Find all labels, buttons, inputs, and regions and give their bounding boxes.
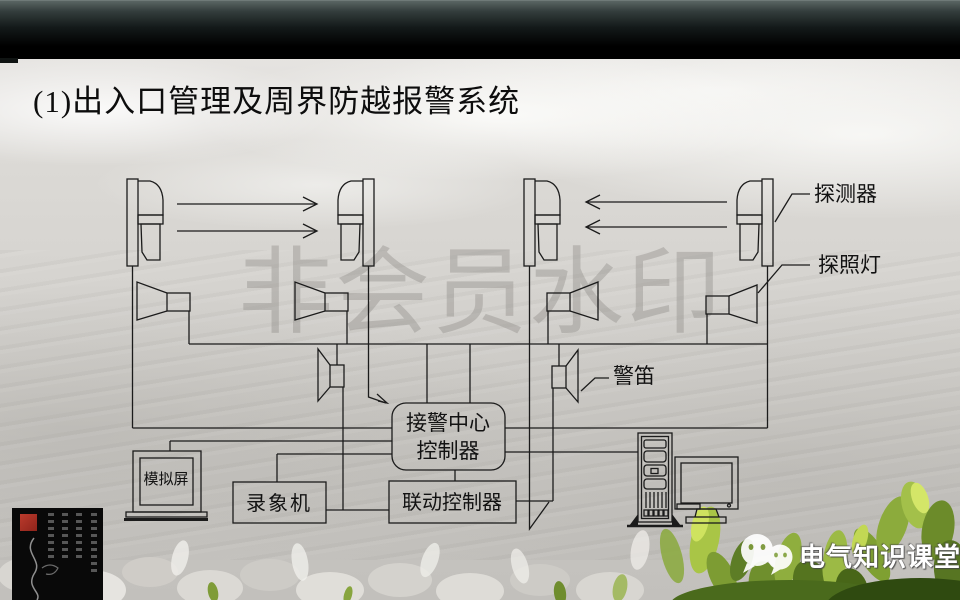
detector-icon-1 bbox=[126, 178, 164, 267]
slide-title: (1)出入口管理及周界防越报警系统 bbox=[33, 84, 521, 119]
video-recorder-box: 录象机 bbox=[232, 481, 327, 524]
center-watermark-text: 非会员水印 bbox=[238, 240, 724, 346]
ink-column bbox=[91, 513, 97, 573]
tea-field-texture bbox=[0, 250, 960, 560]
beam-arrows-left bbox=[584, 194, 727, 235]
top-bar-notch bbox=[0, 58, 18, 63]
detector-icon-2 bbox=[337, 178, 375, 267]
wiring-lines bbox=[131, 266, 769, 532]
alarm-center-label-line1: 接警中心 bbox=[406, 411, 490, 435]
calligraphy-stroke-icon bbox=[29, 537, 59, 600]
siren-icon-1 bbox=[317, 347, 345, 403]
callout-labels: 探测器 探照灯 警笛 bbox=[580, 182, 881, 392]
searchlight-icon-1 bbox=[136, 281, 191, 321]
alarm-center-label-line2: 控制器 bbox=[417, 439, 480, 463]
siren-icon-2 bbox=[551, 348, 579, 404]
siren-label: 警笛 bbox=[613, 364, 655, 388]
alarm-center-box: 接警中心 控制器 bbox=[391, 402, 506, 471]
red-seal-icon bbox=[20, 514, 37, 531]
green-leaves bbox=[207, 481, 960, 600]
simulation-screen-label: 模拟屏 bbox=[143, 471, 188, 488]
detector-label: 探测器 bbox=[814, 182, 877, 206]
linkage-controller-label: 联动控制器 bbox=[402, 491, 502, 514]
brand-watermark-text: 电气知识课堂 bbox=[799, 541, 960, 572]
calligraphy-stamp bbox=[12, 508, 103, 600]
ink-column bbox=[76, 513, 82, 559]
detector-icon-3 bbox=[523, 178, 561, 267]
searchlight-icon-4 bbox=[705, 284, 758, 324]
ink-column bbox=[62, 513, 68, 559]
slide-top-bar bbox=[0, 0, 960, 59]
linkage-controller-box: 联动控制器 bbox=[388, 480, 517, 524]
crt-monitor-icon bbox=[674, 456, 739, 524]
wechat-icon bbox=[741, 534, 793, 575]
brand-watermark: 电气知识课堂 bbox=[737, 533, 960, 577]
detector-icon-4 bbox=[736, 178, 774, 267]
video-recorder-label: 录象机 bbox=[246, 492, 312, 515]
ink-column bbox=[48, 513, 54, 559]
simulation-screen-icon: 模拟屏 bbox=[124, 450, 208, 521]
searchlight-label: 探照灯 bbox=[818, 253, 881, 277]
computer-tower-icon bbox=[627, 432, 683, 528]
searchlight-icon-3 bbox=[546, 281, 599, 321]
beam-arrows-right bbox=[177, 196, 319, 239]
searchlight-icon-2 bbox=[294, 281, 349, 321]
